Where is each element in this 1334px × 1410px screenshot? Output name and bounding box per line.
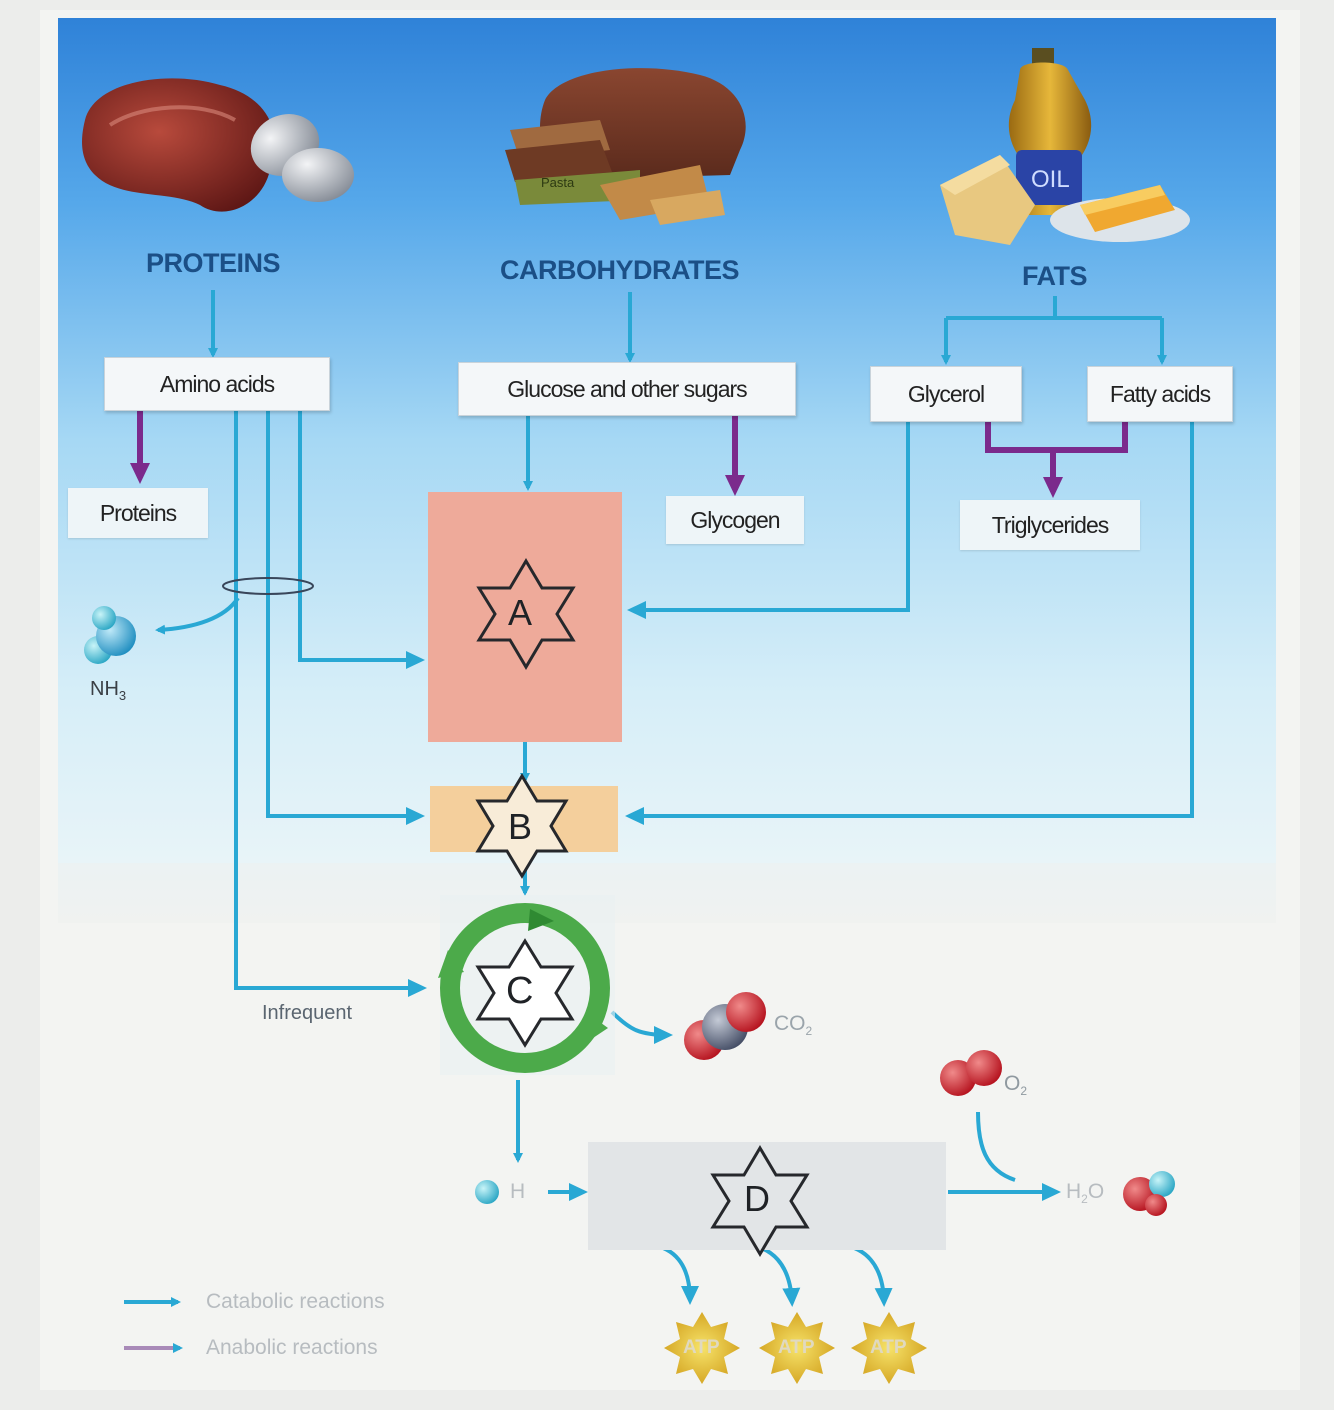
stage-c-label: C xyxy=(506,970,534,1012)
glycerol-box: Glycerol xyxy=(870,366,1022,422)
oil-bottle-label: OIL xyxy=(1031,166,1070,193)
co2-label: CO2 xyxy=(774,1012,813,1039)
fats-title: FATS xyxy=(1022,261,1088,291)
stage-stars xyxy=(475,558,810,1257)
fat-foods-illustration xyxy=(940,48,1190,245)
atp-label-1: ATP xyxy=(683,1337,720,1358)
glucose-box: Glucose and other sugars xyxy=(458,362,796,416)
carbohydrates-title: CARBOHYDRATES xyxy=(500,255,740,285)
legend-catabolic-label: Catabolic reactions xyxy=(206,1290,385,1313)
h-label: H xyxy=(510,1180,526,1203)
atp-bursts xyxy=(664,1312,927,1384)
stage-d-label: D xyxy=(744,1178,770,1219)
h2o-label: H2O xyxy=(1066,1180,1105,1207)
atp-label-3: ATP xyxy=(870,1337,907,1358)
triglycerides-box: Triglycerides xyxy=(960,500,1140,550)
legend-anabolic-label: Anabolic reactions xyxy=(206,1336,378,1359)
bread-tag: Pasta xyxy=(541,175,575,190)
proteins-product-box: Proteins xyxy=(68,488,208,538)
amino-acids-box: Amino acids xyxy=(104,357,330,411)
infrequent-label: Infrequent xyxy=(262,1002,353,1024)
stage-a-label: A xyxy=(508,592,533,633)
catabolic-pathway-lines xyxy=(155,290,1194,1307)
stage-a-block xyxy=(428,492,622,742)
proteins-title: PROTEINS xyxy=(146,248,281,278)
fatty-acids-box: Fatty acids xyxy=(1087,366,1233,422)
carbohydrate-foods-illustration xyxy=(505,68,746,225)
atp-label-2: ATP xyxy=(778,1337,815,1358)
cycle-ring xyxy=(438,903,610,1073)
glycogen-box: Glycogen xyxy=(666,496,804,544)
o2-label: O2 xyxy=(1004,1072,1028,1099)
protein-foods-illustration xyxy=(82,78,354,212)
molecules xyxy=(84,606,1175,1216)
stage-b-label: B xyxy=(508,806,533,847)
legend-arrows xyxy=(124,1297,183,1353)
nh3-label: NH3 xyxy=(90,678,127,703)
anabolic-pathway-lines xyxy=(130,408,1128,498)
